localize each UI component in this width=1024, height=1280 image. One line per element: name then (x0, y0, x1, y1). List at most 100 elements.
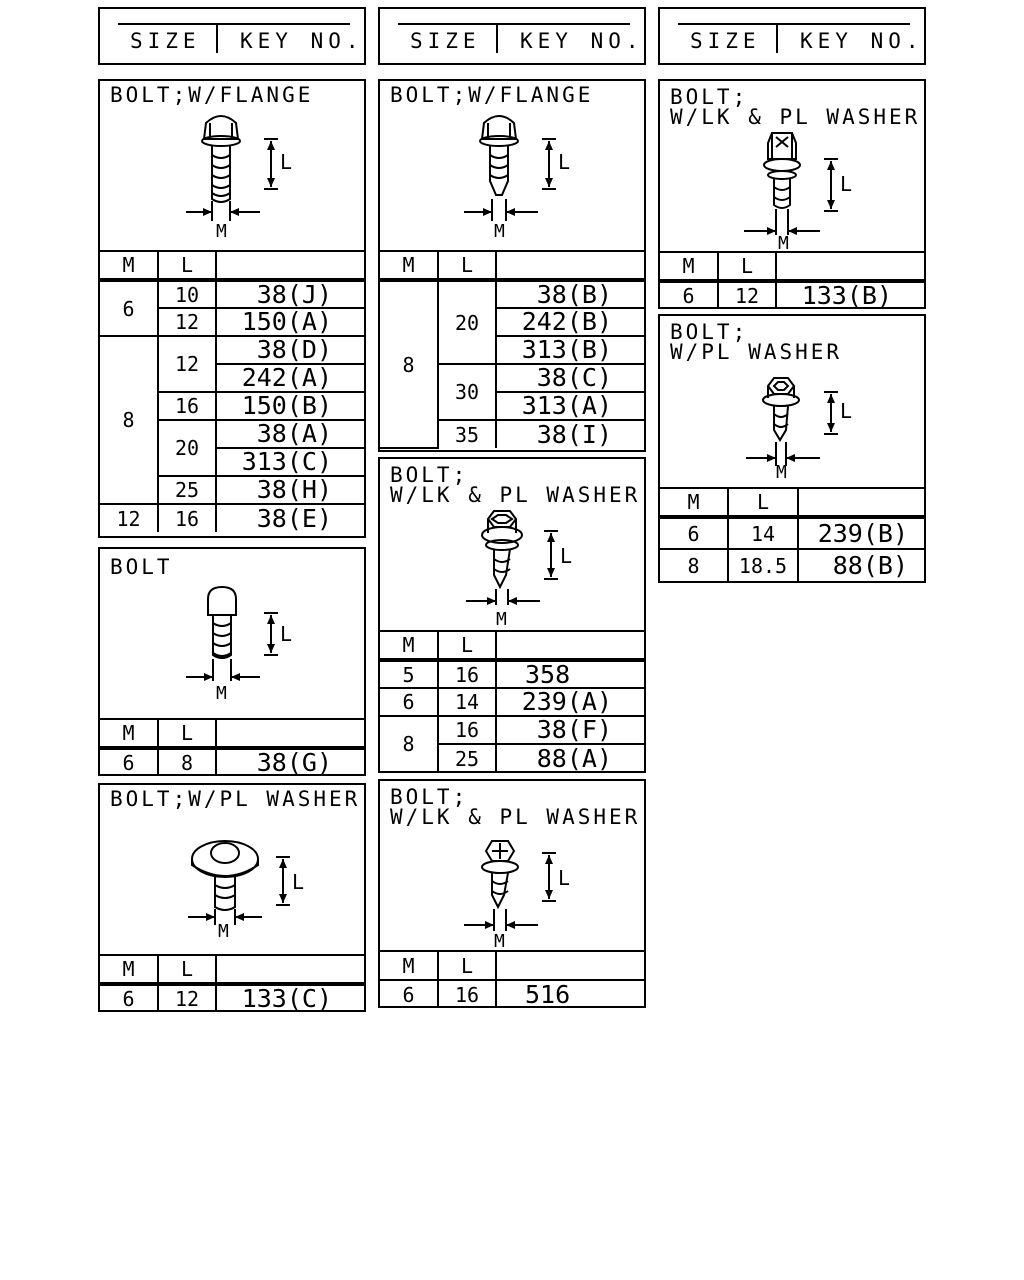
cell-m: 8 (380, 279, 439, 449)
cell-key-no: 38(E) (215, 503, 364, 532)
cell-l: 8 (157, 747, 217, 776)
dim-m-label: M (216, 683, 227, 704)
panel-title: BOLT (110, 555, 173, 579)
panel-title-line2: W/LK & PL WASHER (670, 105, 921, 129)
header-key-label: KEY NO. (800, 29, 924, 53)
col-l-label: L (157, 252, 217, 282)
col-m-label: M (100, 252, 159, 282)
dim-l-label: L (840, 172, 852, 196)
cell-m: 8 (100, 335, 159, 505)
header-key-label: KEY NO. (520, 29, 644, 53)
bolt-icon: L M (186, 585, 292, 704)
cell-key-no: 516 (495, 979, 644, 1008)
col-m-label: M (660, 253, 719, 283)
cell-l: 16 (437, 715, 497, 745)
cell-l: 16 (437, 659, 497, 689)
cell-m: 5 (380, 659, 439, 689)
cell-m: 6 (660, 280, 719, 309)
dim-l-label: L (280, 622, 292, 646)
cell-key-no: 239(A) (495, 687, 644, 717)
cell-key-no: 133(B) (775, 280, 924, 309)
col-m-label: M (380, 632, 439, 662)
cell-key-no: 358 (495, 659, 644, 689)
col-l-label: L (727, 489, 799, 519)
col-m-label: M (100, 720, 159, 750)
col-l-label: L (157, 956, 217, 986)
panel-title-line1: BOLT; (390, 463, 469, 487)
cell-key-no: 38(D) (215, 335, 364, 365)
cell-key-no: 242(B) (496, 307, 644, 337)
cell-key-no: 38(H) (215, 475, 364, 505)
dim-l-label: L (558, 150, 570, 174)
header-size-label: SIZE (690, 29, 761, 53)
panel-bolt-w-pl-washer-1: BOLT;W/PL WASHER L M (98, 783, 366, 1012)
dim-l-label: L (560, 544, 572, 568)
bolt-flange-icon: L M (464, 115, 570, 242)
cell-key-no: 150(A) (215, 307, 364, 337)
col-m-label: M (660, 489, 729, 519)
col-m-label: M (380, 952, 439, 981)
cell-key-no: 133(C) (215, 983, 364, 1012)
cell-m: 8 (380, 715, 439, 773)
panel-title-line2: W/LK & PL WASHER (390, 483, 641, 507)
cell-l: 12 (158, 307, 217, 337)
cell-key-no: 38(F) (495, 715, 644, 745)
header-box-1: SIZE KEY NO. (98, 7, 366, 65)
bolt-lock-washer-icon: L M (466, 510, 572, 630)
cell-key-no: 239(B) (797, 516, 924, 550)
col-m-label: M (380, 252, 439, 282)
cell-l: 12 (717, 280, 777, 309)
header-box-2: SIZE KEY NO. (378, 7, 646, 65)
bolt-lock-washer-icon: L M (744, 132, 852, 254)
dim-l-label: L (840, 399, 852, 423)
cell-key-no: 242(A) (216, 363, 364, 393)
cell-m: 12 (100, 503, 159, 532)
panel-title: BOLT;W/PL WASHER (110, 787, 361, 811)
dim-m-label: M (778, 233, 789, 254)
cell-m: 8 (660, 548, 729, 581)
cell-l: 16 (437, 979, 497, 1008)
dim-l-label: L (558, 866, 570, 890)
dim-m-label: M (776, 462, 787, 483)
cell-l: 12 (157, 983, 217, 1012)
panel-title-line2: W/LK & PL WASHER (390, 805, 641, 829)
cell-m: 6 (660, 516, 729, 550)
cell-key-no: 313(B) (496, 335, 644, 365)
cell-key-no: 88(B) (797, 548, 924, 581)
cell-m: 6 (380, 687, 439, 717)
cell-key-no: 313(C) (216, 447, 364, 477)
panel-title-line1: BOLT; (390, 785, 469, 809)
cell-key-no: 88(A) (495, 743, 644, 772)
col-m-label: M (100, 956, 159, 986)
cell-l: 16 (157, 503, 217, 532)
cell-key-no: 150(B) (215, 391, 364, 421)
bolt-flange-icon: L M (186, 115, 292, 242)
panel-title: BOLT;W/FLANGE (390, 83, 594, 107)
cell-l: 14 (437, 687, 497, 717)
cell-key-no: 38(I) (495, 419, 644, 448)
panel-title: BOLT;W/FLANGE (110, 83, 314, 107)
panel-title-line2: W/PL WASHER (670, 340, 843, 364)
header-box-3: SIZE KEY NO. (658, 7, 926, 65)
bolt-washer-icon: L M (188, 840, 304, 942)
cell-key-no: 38(A) (215, 419, 364, 449)
bolt-lock-washer-icon: L M (464, 840, 570, 952)
cell-l: 18.5 (727, 548, 799, 581)
col-l-label: L (717, 253, 777, 283)
cell-key-no: 38(J) (215, 279, 364, 309)
cell-l: 14 (727, 516, 799, 550)
cell-l: 20 (158, 419, 217, 477)
cell-key-no: 38(B) (495, 279, 644, 309)
cell-l: 25 (438, 743, 497, 772)
dim-m-label: M (216, 221, 227, 242)
